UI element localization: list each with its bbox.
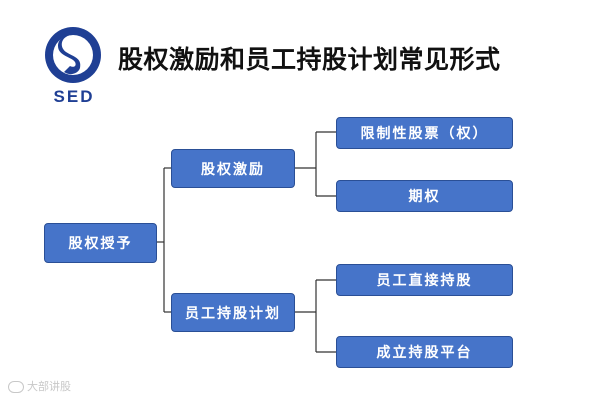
- sed-logo: [44, 26, 102, 84]
- watermark-text: 大部讲股: [27, 380, 71, 393]
- node-equity-incentive: 股权激励: [171, 149, 295, 188]
- node-root: 股权授予: [44, 223, 157, 263]
- page-title: 股权激励和员工持股计划常见形式: [118, 45, 501, 74]
- logo-text: SED: [53, 87, 95, 106]
- node-holding-platform: 成立持股平台: [336, 336, 513, 368]
- watermark: 大部讲股: [8, 378, 71, 394]
- node-restricted-stock: 限制性股票（权）: [336, 117, 513, 149]
- node-direct-holding: 员工直接持股: [336, 264, 513, 296]
- node-options: 期权: [336, 180, 513, 212]
- node-esop: 员工持股计划: [171, 293, 295, 332]
- watermark-icon: [8, 381, 24, 393]
